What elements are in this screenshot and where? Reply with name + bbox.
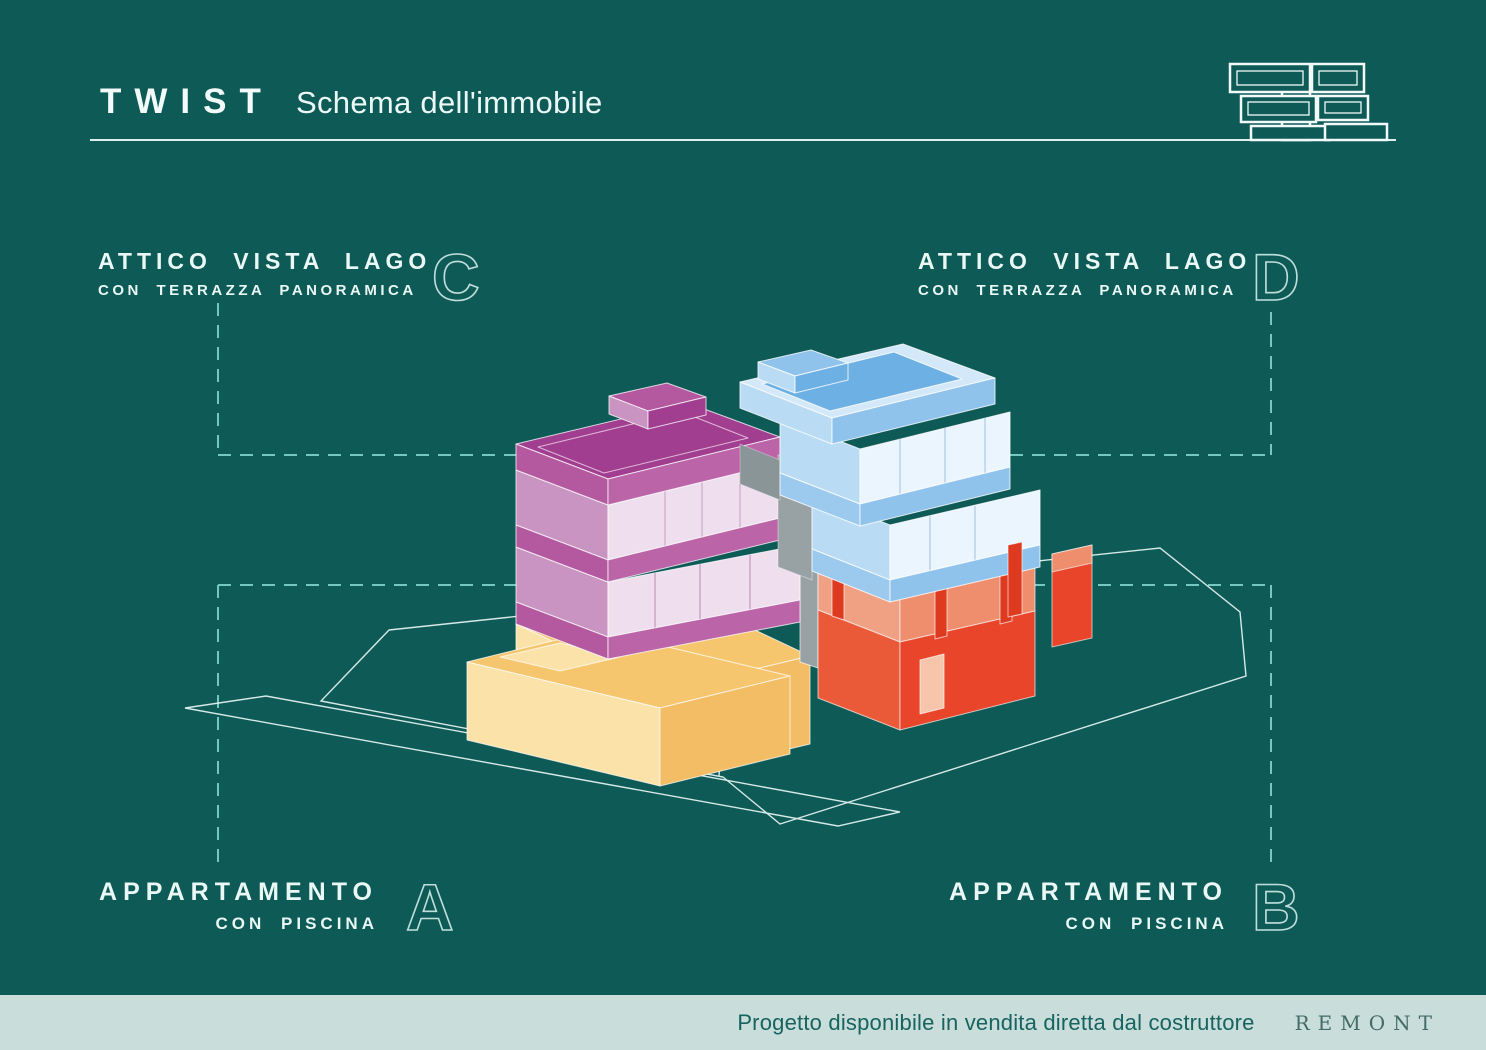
- unit-d-subtitle: CON TERRAZZA PANORAMICA: [918, 282, 1237, 299]
- unit-c-subtitle: CON TERRAZZA PANORAMICA: [98, 282, 417, 299]
- label-unit-d: ATTICO VISTA LAGO CON TERRAZZA PANORAMIC…: [918, 248, 1252, 299]
- unit-b-letter: B: [1251, 869, 1300, 945]
- unit-b-title: APPARTAMENTO: [949, 878, 1228, 906]
- dashed-guide-lines: [217, 303, 1272, 868]
- unit-a-letter: A: [405, 869, 454, 945]
- window-mullions: [899, 418, 986, 494]
- unit-b-subtitle: CON PISCINA: [1065, 914, 1228, 933]
- page-title: Schema dell'immobile: [296, 85, 603, 120]
- label-unit-a: APPARTAMENTO CON PISCINA: [68, 878, 378, 934]
- label-unit-c: ATTICO VISTA LAGO CON TERRAZZA PANORAMIC…: [98, 248, 432, 299]
- window-mullions: [654, 555, 751, 628]
- svg-text:A: A: [406, 870, 454, 944]
- remont-logo: REMONT: [1294, 1010, 1440, 1035]
- unit-d-letter: D: [1251, 239, 1300, 315]
- header-divider: [90, 139, 1396, 141]
- label-unit-b: APPARTAMENTO CON PISCINA: [918, 878, 1228, 934]
- unit-d-title: ATTICO VISTA LAGO: [918, 248, 1252, 274]
- svg-text:C: C: [432, 240, 480, 314]
- unit-b-right-wing: [1007, 541, 1093, 648]
- guide-apartment-bracket: [217, 584, 1272, 868]
- unit-a-subtitle: CON PISCINA: [215, 914, 378, 933]
- svg-text:D: D: [1252, 240, 1300, 314]
- site-plot: [319, 547, 1247, 825]
- unit-b-apartment-block: [799, 561, 1036, 731]
- door: [919, 653, 945, 715]
- unit-c-attic-tower: [515, 382, 801, 660]
- guide-attic-bracket: [217, 303, 1272, 456]
- footer-bar: Progetto disponibile in vendita diretta …: [0, 995, 1486, 1050]
- roof-recess: [739, 443, 781, 501]
- stacked-building-blocks-icon: [1228, 62, 1389, 142]
- unit-c-title: ATTICO VISTA LAGO: [98, 248, 432, 274]
- svg-text:B: B: [1252, 870, 1300, 944]
- site-walkway: [184, 695, 901, 827]
- unit-a-title: APPARTAMENTO: [99, 878, 378, 906]
- brand-title: TWIST: [100, 82, 274, 121]
- window-mullions: [929, 506, 976, 571]
- unit-d-attic-tower: [739, 343, 1041, 603]
- unit-c-letter: C: [431, 239, 480, 315]
- footer-message: Progetto disponibile in vendita diretta …: [737, 1009, 1255, 1035]
